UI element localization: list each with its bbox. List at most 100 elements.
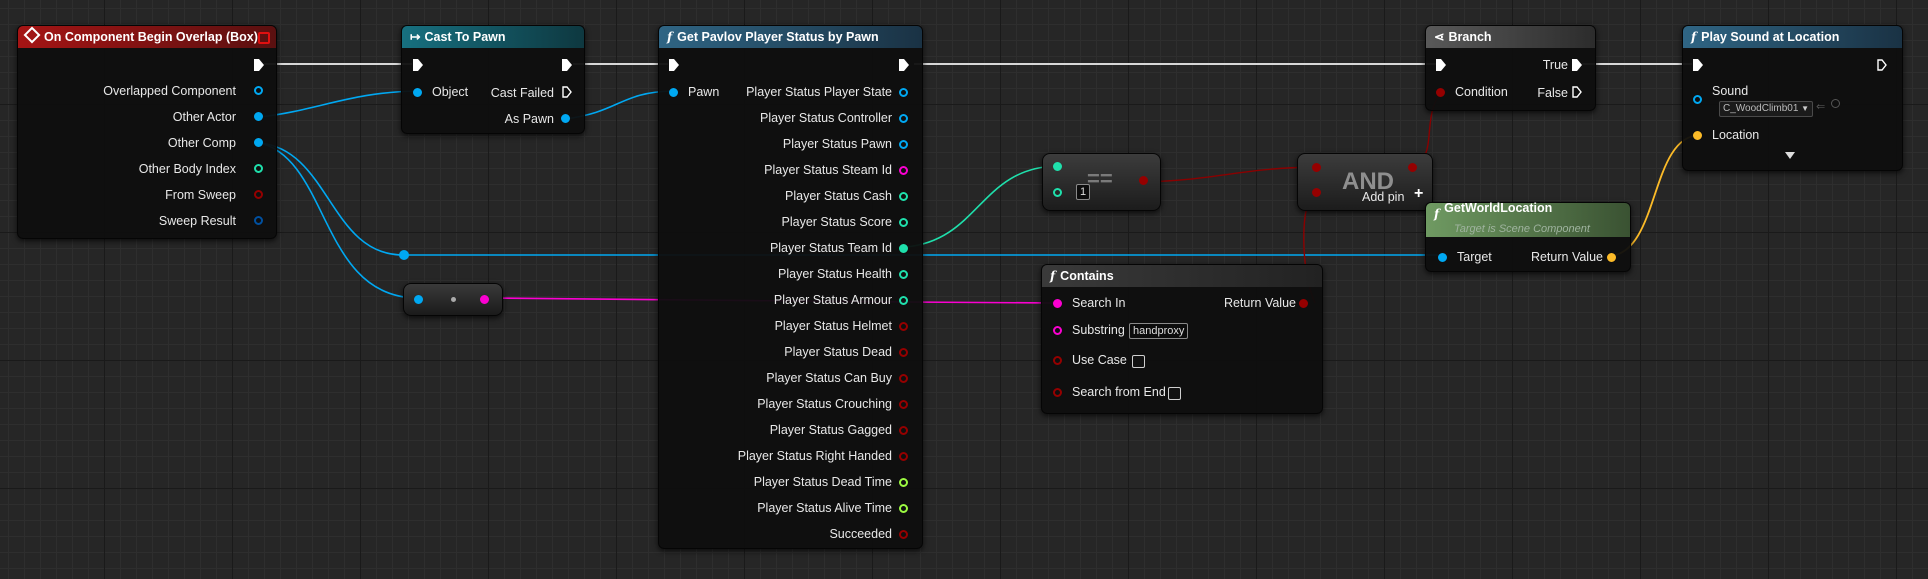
int-pin[interactable] [899,218,908,227]
bool-pin[interactable] [1139,176,1148,185]
bool-pin[interactable] [899,374,908,383]
bool-pin[interactable] [899,348,908,357]
object-pin[interactable] [413,88,422,97]
vector-pin[interactable] [1607,253,1616,262]
vector-pin[interactable] [1693,131,1702,140]
pin-label: Player Status Team Id [769,241,892,255]
exec-out-pin[interactable] [1572,86,1582,98]
string-pin[interactable] [1053,326,1062,335]
object-pin[interactable] [254,112,263,121]
object-pin[interactable] [669,88,678,97]
object-pin[interactable] [414,295,423,304]
delegate-pin[interactable] [258,32,270,44]
object-pin[interactable] [899,88,908,97]
exec-out-pin[interactable] [1572,59,1582,71]
exec-out-pin[interactable] [899,59,909,71]
pin-label: As Pawn [504,112,554,126]
object-pin[interactable] [254,138,263,147]
exec-in-pin[interactable] [413,59,423,71]
string-pin[interactable] [899,166,908,175]
expand-advanced-icon[interactable] [1785,152,1795,159]
object-pin[interactable] [1693,95,1702,104]
substring-field[interactable]: handproxy [1129,323,1189,339]
cast-icon: ↦ [410,30,421,44]
exec-out-pin[interactable] [562,86,572,98]
object-pin[interactable] [254,86,263,95]
bool-pin[interactable] [1436,88,1445,97]
function-icon: f [1050,269,1056,283]
float-pin[interactable] [899,478,908,487]
pin-label: Sound [1712,84,1749,98]
string-pin[interactable] [1053,299,1062,308]
exec-out-pin[interactable] [562,59,572,71]
int-value-field[interactable]: 1 [1076,184,1091,200]
exec-in-pin[interactable] [1436,59,1446,71]
bool-pin[interactable] [899,530,908,539]
string-pin[interactable] [480,295,489,304]
bool-pin[interactable] [899,400,908,409]
int-pin[interactable] [899,296,908,305]
and-bool-node[interactable]: AND Add pin + [1297,153,1433,211]
exec-out-pin[interactable] [254,59,264,71]
add-pin-label[interactable]: Add pin [1362,190,1405,204]
event-node-begin-overlap[interactable]: On Component Begin Overlap (Box) Overlap… [17,25,277,239]
node-title: Play Sound at Location [1701,30,1840,44]
use-case-checkbox[interactable] [1132,355,1145,368]
object-pin[interactable] [561,114,570,123]
bool-pin[interactable] [899,452,908,461]
pin-label: Player Status Steam Id [764,163,892,177]
object-pin[interactable] [899,140,908,149]
bool-pin[interactable] [254,190,263,199]
bool-pin[interactable] [1312,163,1321,172]
int-pin[interactable] [899,270,908,279]
int-pin[interactable] [899,244,908,253]
node-title: On Component Begin Overlap (Box) [44,30,258,44]
object-wire [259,142,419,299]
int-pin[interactable] [899,192,908,201]
function-icon: f [667,30,673,44]
object-pin[interactable] [1438,253,1447,262]
pin-label: True [1542,58,1568,72]
int-pin[interactable] [1053,188,1062,197]
bool-pin[interactable] [1299,299,1308,308]
conversion-node[interactable] [403,283,503,316]
int-pin[interactable] [1053,162,1062,171]
object-wire [259,90,419,118]
pin-label: Player Status Armour [773,293,892,307]
pin-label: Player Status Dead Time [753,475,892,489]
pin-label: Other Body Index [138,162,236,176]
bool-pin[interactable] [1408,163,1417,172]
bool-pin[interactable] [899,426,908,435]
struct-pin[interactable] [254,216,263,225]
pin-label: Player Status Gagged [769,423,892,437]
search-from-end-checkbox[interactable] [1168,387,1181,400]
cast-to-pawn-node[interactable]: ↦Cast To Pawn Object Cast Failed As Pawn [401,25,585,134]
equal-int-node[interactable]: 1 == [1042,153,1161,211]
sound-asset-dropdown[interactable]: C_WoodClimb01 ▼ [1719,101,1813,117]
node-header: ↦Cast To Pawn [402,26,584,48]
float-pin[interactable] [899,504,908,513]
pin-label: Player Status Can Buy [766,371,892,385]
pin-label: Return Value [1223,296,1296,310]
browse-asset-icon[interactable] [1831,99,1840,108]
bool-pin[interactable] [899,322,908,331]
exec-out-pin[interactable] [1877,59,1887,71]
pin-label: Target [1457,250,1492,264]
add-pin-icon[interactable]: + [1414,185,1424,202]
branch-node[interactable]: ⋖Branch True Condition False [1425,25,1596,111]
bool-pin[interactable] [1053,388,1062,397]
pin-label: Substring [1072,323,1125,337]
exec-in-pin[interactable] [1693,59,1703,71]
bool-pin[interactable] [1312,188,1321,197]
bool-pin[interactable] [1053,356,1062,365]
pin-label: Other Actor [172,110,236,124]
exec-in-pin[interactable] [669,59,679,71]
int-pin[interactable] [254,164,263,173]
use-selected-asset-icon[interactable]: ⇐ [1816,101,1826,113]
object-pin[interactable] [899,114,908,123]
